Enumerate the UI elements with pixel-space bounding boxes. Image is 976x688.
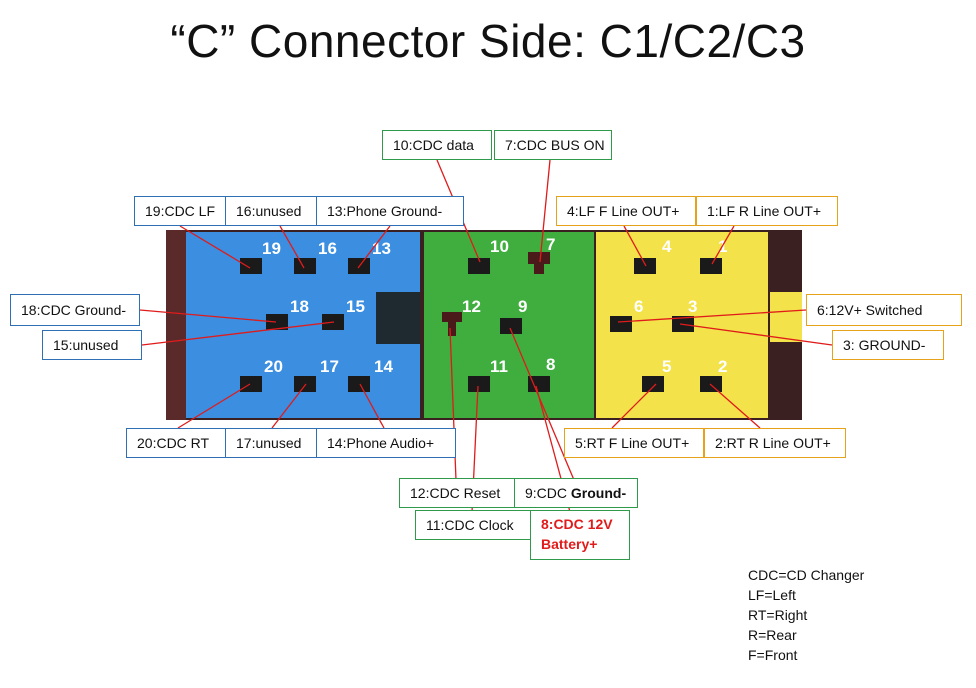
abbreviation-legend: CDC=CD Changer LF=Left RT=Right R=Rear F… bbox=[748, 565, 864, 665]
pin-number-13: 13 bbox=[372, 239, 391, 258]
leader-14 bbox=[359, 383, 385, 429]
pin-5 bbox=[642, 376, 664, 392]
label-pin-9-prefix: 9:CDC bbox=[525, 485, 571, 501]
leader-2 bbox=[709, 383, 761, 429]
leader-3 bbox=[679, 323, 833, 346]
legend-item: F=Front bbox=[748, 647, 798, 663]
pin-6 bbox=[610, 316, 632, 332]
pin-number-19: 19 bbox=[262, 239, 281, 258]
leader-7 bbox=[539, 159, 551, 263]
legend-item: R=Rear bbox=[748, 627, 797, 643]
pin-number-3: 3 bbox=[688, 297, 697, 316]
leader-18 bbox=[139, 309, 277, 323]
label-pin-15: 15:unused bbox=[42, 330, 142, 360]
label-pin-6: 6:12V+ Switched bbox=[806, 294, 962, 326]
pin-8 bbox=[528, 376, 550, 392]
green-pins bbox=[442, 252, 550, 392]
leader-6 bbox=[617, 309, 807, 323]
pin-number-10: 10 bbox=[490, 237, 509, 256]
pin-2 bbox=[700, 376, 722, 392]
label-pin-20: 20:CDC RT bbox=[126, 428, 226, 458]
pin-number-5: 5 bbox=[662, 357, 671, 376]
yellow-block-tab bbox=[770, 292, 802, 342]
pin-4 bbox=[634, 258, 656, 274]
pin-number-12: 12 bbox=[462, 297, 481, 316]
pin-number-9: 9 bbox=[518, 297, 527, 316]
label-pin-3: 3: GROUND- bbox=[832, 330, 944, 360]
pin-19 bbox=[240, 258, 262, 274]
pin-number-18: 18 bbox=[290, 297, 309, 316]
label-pin-18: 18:CDC Ground- bbox=[10, 294, 140, 326]
leader-4 bbox=[623, 225, 647, 267]
pin-14 bbox=[348, 376, 370, 392]
pin-number-20: 20 bbox=[264, 357, 283, 376]
pin-20 bbox=[240, 376, 262, 392]
label-pin-14: 14:Phone Audio+ bbox=[316, 428, 456, 458]
label-pin-9-bold: Ground- bbox=[570, 485, 627, 501]
leader-13 bbox=[357, 225, 391, 269]
leader-16 bbox=[279, 225, 305, 269]
pin-number-2: 2 bbox=[718, 357, 727, 376]
label-pin-9: 9:CDC Ground- bbox=[514, 478, 638, 508]
pin-number-4: 4 bbox=[662, 237, 672, 256]
pin-17 bbox=[294, 376, 316, 392]
leader-5 bbox=[611, 383, 657, 429]
legend-item: CDC=CD Changer bbox=[748, 567, 865, 583]
label-pin-19: 19:CDC LF bbox=[134, 196, 226, 226]
label-pin-4: 4:LF F Line OUT+ bbox=[556, 196, 696, 226]
label-pin-1: 1:LF R Line OUT+ bbox=[696, 196, 838, 226]
housing-left-edge bbox=[166, 230, 186, 420]
pin-number-14: 14 bbox=[374, 357, 393, 376]
leader-17 bbox=[271, 383, 307, 429]
pin-number-7: 7 bbox=[546, 235, 555, 254]
pin-7 bbox=[528, 252, 550, 274]
pin-number-15: 15 bbox=[346, 297, 365, 316]
pin-number-8: 8 bbox=[546, 355, 555, 374]
blue-block-notch bbox=[376, 292, 420, 344]
label-pin-2: 2:RT R Line OUT+ bbox=[704, 428, 846, 458]
pin-number-11: 11 bbox=[490, 357, 508, 376]
leader-9 bbox=[509, 327, 575, 481]
pin-10 bbox=[468, 258, 490, 274]
leader-15 bbox=[141, 321, 335, 346]
label-pin-7: 7:CDC BUS ON bbox=[494, 130, 612, 160]
pin-number-6: 6 bbox=[634, 297, 643, 316]
pin-1 bbox=[700, 258, 722, 274]
label-pin-5: 5:RT F Line OUT+ bbox=[564, 428, 704, 458]
pin-11 bbox=[468, 376, 490, 392]
label-pin-8: 8:CDC 12V Battery+ bbox=[530, 510, 630, 560]
pin-16 bbox=[294, 258, 316, 274]
blue-pins bbox=[240, 258, 370, 392]
pin-12 bbox=[442, 312, 462, 336]
label-pin-11: 11:CDC Clock bbox=[415, 510, 531, 540]
pin-number-16: 16 bbox=[318, 239, 337, 258]
leader-19 bbox=[179, 225, 251, 269]
label-pin-10: 10:CDC data bbox=[382, 130, 492, 160]
legend-item: RT=Right bbox=[748, 607, 808, 623]
pin-18 bbox=[266, 314, 288, 330]
legend-item: LF=Left bbox=[748, 587, 796, 603]
yellow-pins bbox=[610, 258, 722, 392]
label-pin-12: 12:CDC Reset bbox=[399, 478, 515, 508]
leader-20 bbox=[177, 383, 251, 429]
leader-1 bbox=[711, 225, 735, 265]
label-pin-16: 16:unused bbox=[225, 196, 317, 226]
label-pin-13: 13:Phone Ground- bbox=[316, 196, 464, 226]
pin-9 bbox=[500, 318, 522, 334]
page-title: “C” Connector Side: C1/C2/C3 bbox=[170, 15, 806, 67]
pin-number-17: 17 bbox=[320, 357, 339, 376]
label-pin-17: 17:unused bbox=[225, 428, 317, 458]
